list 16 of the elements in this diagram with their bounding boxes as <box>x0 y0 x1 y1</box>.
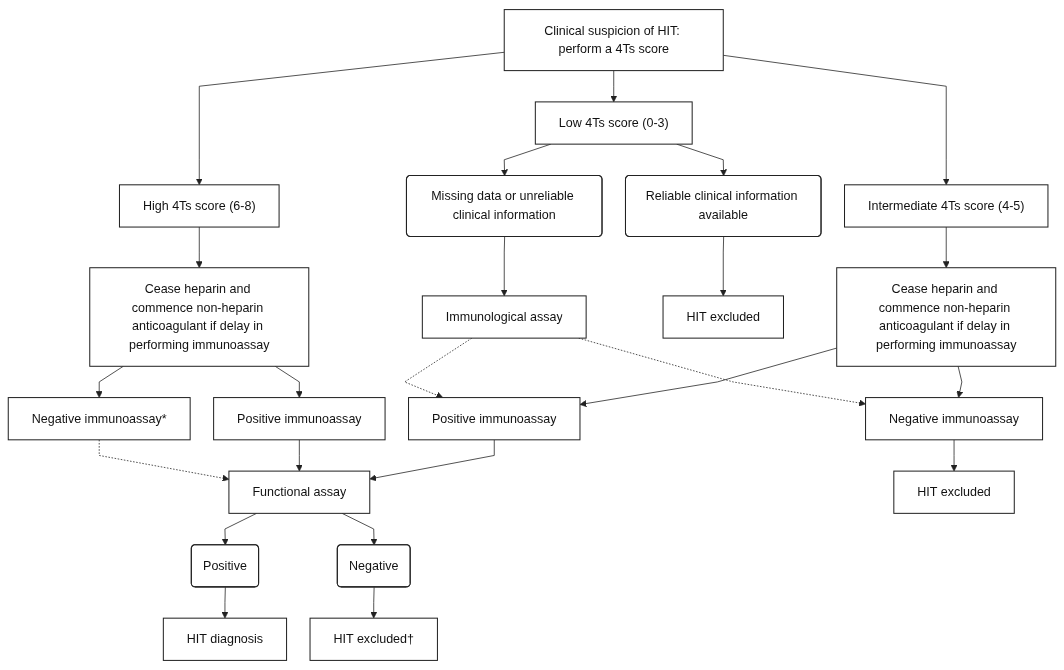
node-box: Cease heparin and commence non-heparin anticoagulant if delay in performing immunoassay <box>836 267 1057 367</box>
node-box: High 4Ts score (6-8) <box>118 184 280 228</box>
node-box: Negative immunoassay* <box>7 397 191 441</box>
node-box: Clinical suspicion of HIT: perform a 4Ts score <box>503 9 724 72</box>
node-box: Positive immunoassay <box>213 397 386 441</box>
node-box: HIT excluded† <box>309 617 438 661</box>
node-box: Immunological assay <box>421 295 587 339</box>
node-box: Functional assay <box>228 470 371 514</box>
node-box: Positive immunoassay <box>408 397 581 441</box>
node-box: HIT excluded <box>893 470 1015 514</box>
node-box: Intermediate 4Ts score (4-5) <box>844 184 1049 228</box>
node-box: HIT excluded <box>662 295 784 339</box>
node-box: Cease heparin and commence non-heparin anticoagulant if delay in performing immunoassay <box>89 267 310 367</box>
node-box: Low 4Ts score (0-3) <box>534 101 693 145</box>
node-box: HIT diagnosis <box>162 617 288 661</box>
node-box: Negative immunoassay <box>865 397 1044 441</box>
